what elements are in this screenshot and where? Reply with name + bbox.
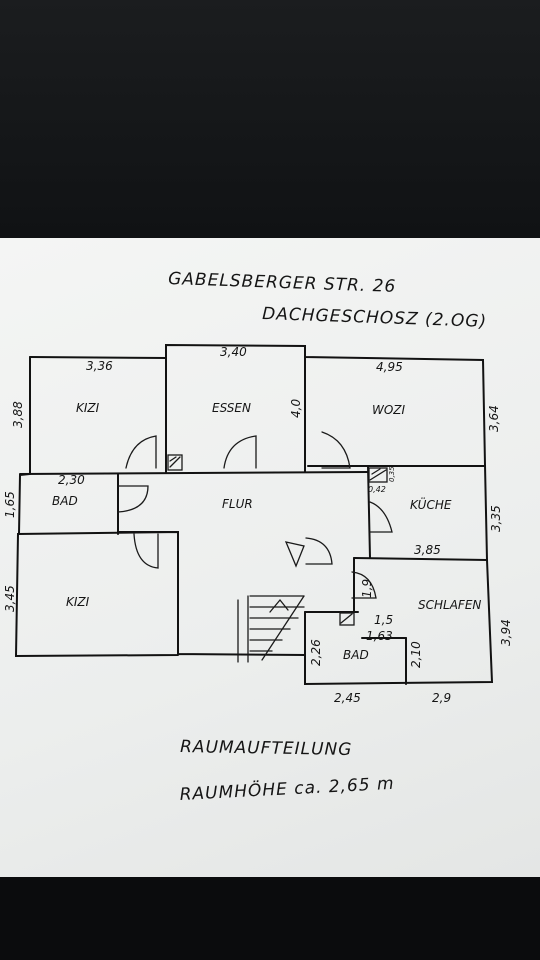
room-label-kizi-bottom: KIZI	[66, 595, 90, 609]
dim-bad-small-width-b: 1,63	[366, 629, 393, 643]
dim-kueche-width: 3,85	[414, 543, 441, 557]
dim-bad-small-height-left: 2,26	[309, 639, 323, 666]
room-label-flur: FLUR	[222, 497, 253, 511]
dim-bad-small-height-right: 2,10	[409, 641, 423, 668]
dim-kizi-top-height: 3,88	[11, 401, 25, 428]
address-heading: GABELSBERGER STR. 26	[168, 269, 397, 297]
room-label-bad-left: BAD	[52, 494, 78, 508]
room-label-kizi-top: KIZI	[76, 401, 100, 415]
dim-bad-left-height: 1,65	[3, 491, 17, 518]
door-swings	[117, 431, 393, 599]
staircase	[237, 595, 305, 663]
paper-sheet	[0, 238, 540, 877]
dim-kizi-top-width: 3,36	[86, 359, 113, 373]
dim-essen-width: 3,40	[220, 345, 247, 359]
dim-shaft-a: 0,42	[368, 485, 386, 494]
dim-schlafen-height: 3,94	[499, 619, 513, 646]
dark-background-bottom	[0, 877, 540, 960]
dim-bottom-right: 2,9	[432, 691, 451, 705]
outer-walls	[14, 343, 494, 686]
dim-bottom-left: 2,45	[334, 691, 361, 705]
dim-wozi-height: 3,64	[487, 405, 501, 432]
room-label-schlafen: SCHLAFEN	[418, 598, 481, 612]
dark-background-top	[0, 0, 540, 238]
dim-bad-left-width: 2,30	[58, 473, 85, 487]
dim-shaft-b: 0,35	[388, 466, 396, 482]
room-label-bad-small: BAD	[343, 648, 369, 662]
interior-walls	[19, 356, 488, 685]
footer-title: RAUMAUFTEILUNG	[180, 737, 353, 760]
footer-height-note: RAUMHÖHE ca. 2,65 m	[179, 772, 395, 805]
dim-kizi-bottom-height: 3,45	[3, 585, 17, 612]
room-label-wozi: WOZI	[372, 403, 406, 417]
dim-kueche-height: 3,35	[489, 505, 503, 532]
dim-bad-small-width-a: 1,5	[374, 613, 393, 627]
dim-door-width: 1,9	[360, 579, 374, 598]
room-label-essen: ESSEN	[212, 401, 251, 415]
shafts	[167, 454, 388, 626]
dim-wozi-width: 4,95	[376, 360, 403, 374]
dim-essen-depth: 4,0	[289, 399, 303, 418]
floor-heading: DACHGESCHOSZ (2.OG)	[262, 304, 488, 332]
room-label-kueche: KÜCHE	[410, 496, 452, 512]
